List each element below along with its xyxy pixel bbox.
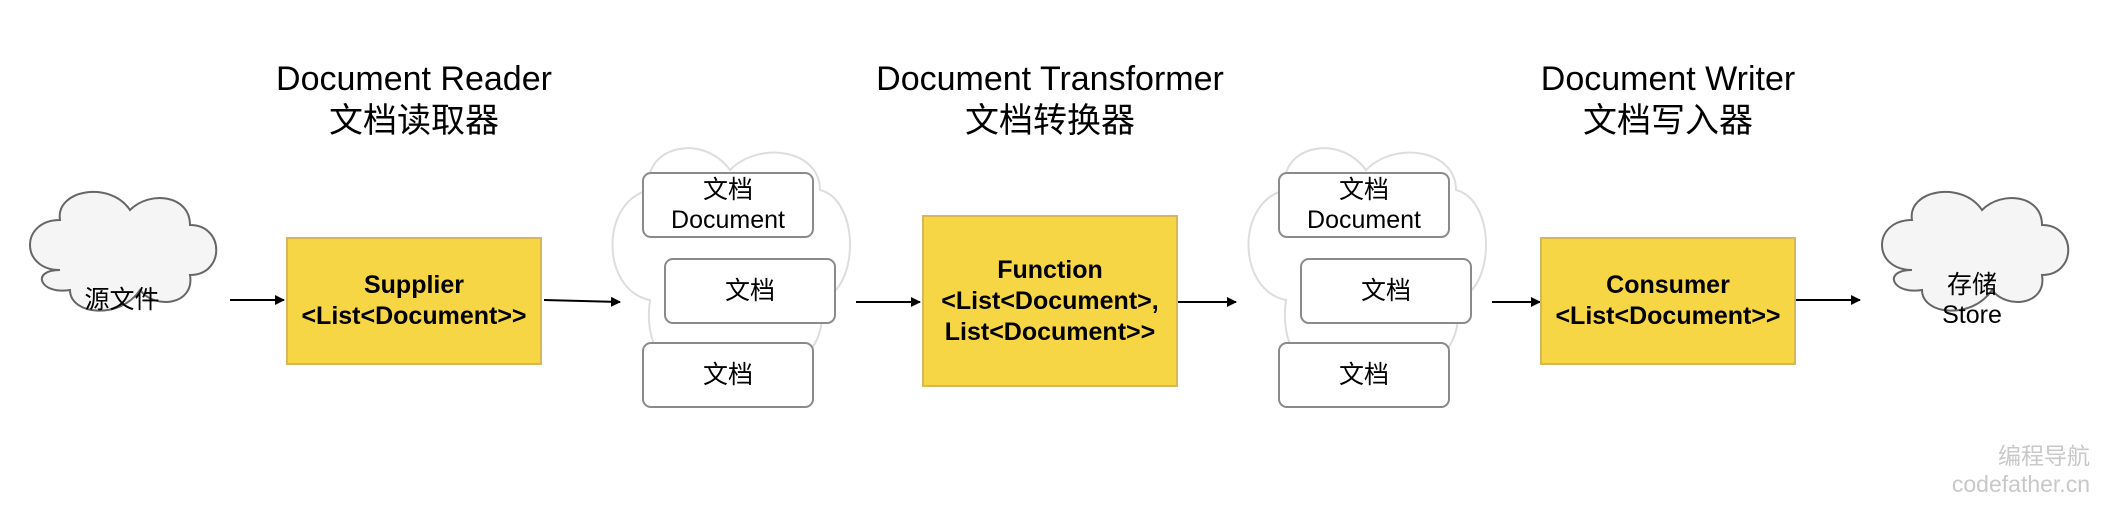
document-box-1a: 文档 Document	[642, 172, 814, 238]
arrow-reader-to-documents	[543, 296, 621, 307]
doc-2b-text: 文档	[1360, 277, 1411, 305]
reader-title-cn: 文档读取器	[329, 102, 499, 140]
reader-box: Supplier <List<Document>>	[286, 237, 542, 365]
reader-line2: <List<Document>>	[301, 302, 527, 330]
writer-title-cn: 文档写入器	[1583, 102, 1753, 140]
reader-line1: Supplier	[363, 271, 464, 299]
transformer-title-en: Document Transformer	[876, 60, 1224, 98]
writer-box: Consumer <List<Document>>	[1540, 237, 1796, 365]
document-box-2b: 文档	[1300, 258, 1472, 324]
source-cloud-shape	[29, 190, 218, 312]
doc-1b-text: 文档	[724, 277, 775, 305]
watermark-line2: codefather.cn	[1951, 471, 2090, 497]
store-text-en: Store	[1942, 301, 2002, 329]
doc-1a-cn: 文档	[702, 176, 753, 204]
transformer-line3: List<Document>>	[944, 317, 1156, 346]
reader-title-en: Document Reader	[276, 60, 552, 98]
source-label: 源文件	[52, 276, 192, 324]
writer-line2: <List<Document>>	[1555, 302, 1781, 330]
transformer-line2: <List<Document>,	[941, 286, 1159, 315]
doc-2c-text: 文档	[1338, 361, 1389, 389]
store-cloud-shape	[1881, 190, 2070, 312]
store-text-cn: 存储	[1946, 271, 1997, 299]
document-box-2a: 文档 Document	[1278, 172, 1450, 238]
transformer-line1: Function	[997, 255, 1103, 284]
document-box-1b: 文档	[664, 258, 836, 324]
reader-title: Document Reader 文档读取器	[194, 58, 634, 142]
transformer-title-cn: 文档转换器	[965, 102, 1135, 140]
source-text: 源文件	[84, 286, 160, 314]
watermark: 编程导航 codefather.cn	[1952, 442, 2090, 498]
doc-2a-en: Document	[1307, 206, 1421, 234]
doc-2a-cn: 文档	[1338, 176, 1389, 204]
doc-1a-en: Document	[671, 206, 785, 234]
store-label: 存储 Store	[1902, 268, 2042, 332]
writer-title: Document Writer 文档写入器	[1448, 58, 1888, 142]
doc-1c-text: 文档	[702, 361, 753, 389]
document-box-1c: 文档	[642, 342, 814, 408]
transformer-title: Document Transformer 文档转换器	[830, 58, 1270, 142]
writer-title-en: Document Writer	[1540, 60, 1796, 98]
writer-line1: Consumer	[1606, 271, 1730, 299]
transformer-box: Function <List<Document>, List<Document>…	[922, 215, 1178, 387]
document-box-2c: 文档	[1278, 342, 1450, 408]
watermark-line1: 编程导航	[1998, 443, 2090, 469]
